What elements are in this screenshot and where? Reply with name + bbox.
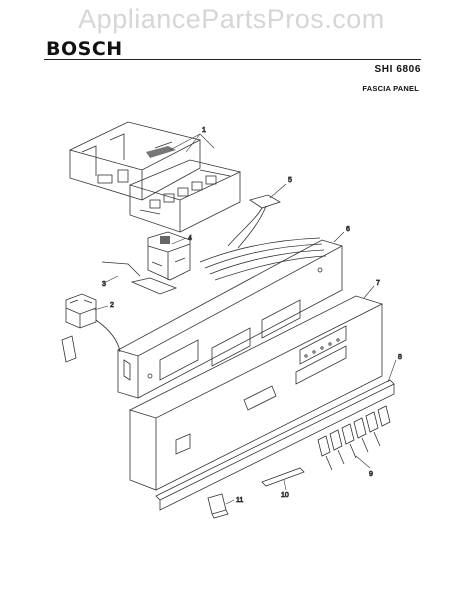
callout-8: 8: [398, 354, 402, 361]
callout-2: 2: [110, 302, 114, 309]
callout-7: 7: [376, 280, 380, 287]
model-number: SHI 6806: [374, 64, 421, 75]
part-inner-panel-frame: [116, 239, 344, 399]
part-cable-harness: [199, 194, 327, 281]
part-trim-strip: [155, 379, 395, 511]
callout-1: 1: [202, 127, 206, 134]
part-push-buttons: [317, 405, 391, 471]
callout-6: 6: [346, 226, 350, 233]
part-connector-block: [61, 293, 121, 363]
header-rule: [44, 59, 421, 60]
callout-4: 4: [188, 235, 192, 242]
part-handle-strip: [261, 467, 305, 487]
callout-11: 11: [236, 497, 243, 504]
callout-3: 3: [102, 281, 106, 288]
leader-lines: [93, 133, 397, 505]
part-relay-bracket: [130, 231, 191, 295]
brand-logo: BOSCH: [46, 38, 123, 60]
callout-10: 10: [281, 492, 289, 499]
part-control-module: [68, 121, 242, 233]
part-wire: [101, 261, 141, 277]
part-cap: [207, 493, 229, 519]
callout-5: 5: [288, 177, 292, 184]
part-fascia-panel: [128, 295, 384, 491]
section-title: FASCIA PANEL: [362, 84, 419, 93]
callout-9: 9: [369, 471, 373, 478]
